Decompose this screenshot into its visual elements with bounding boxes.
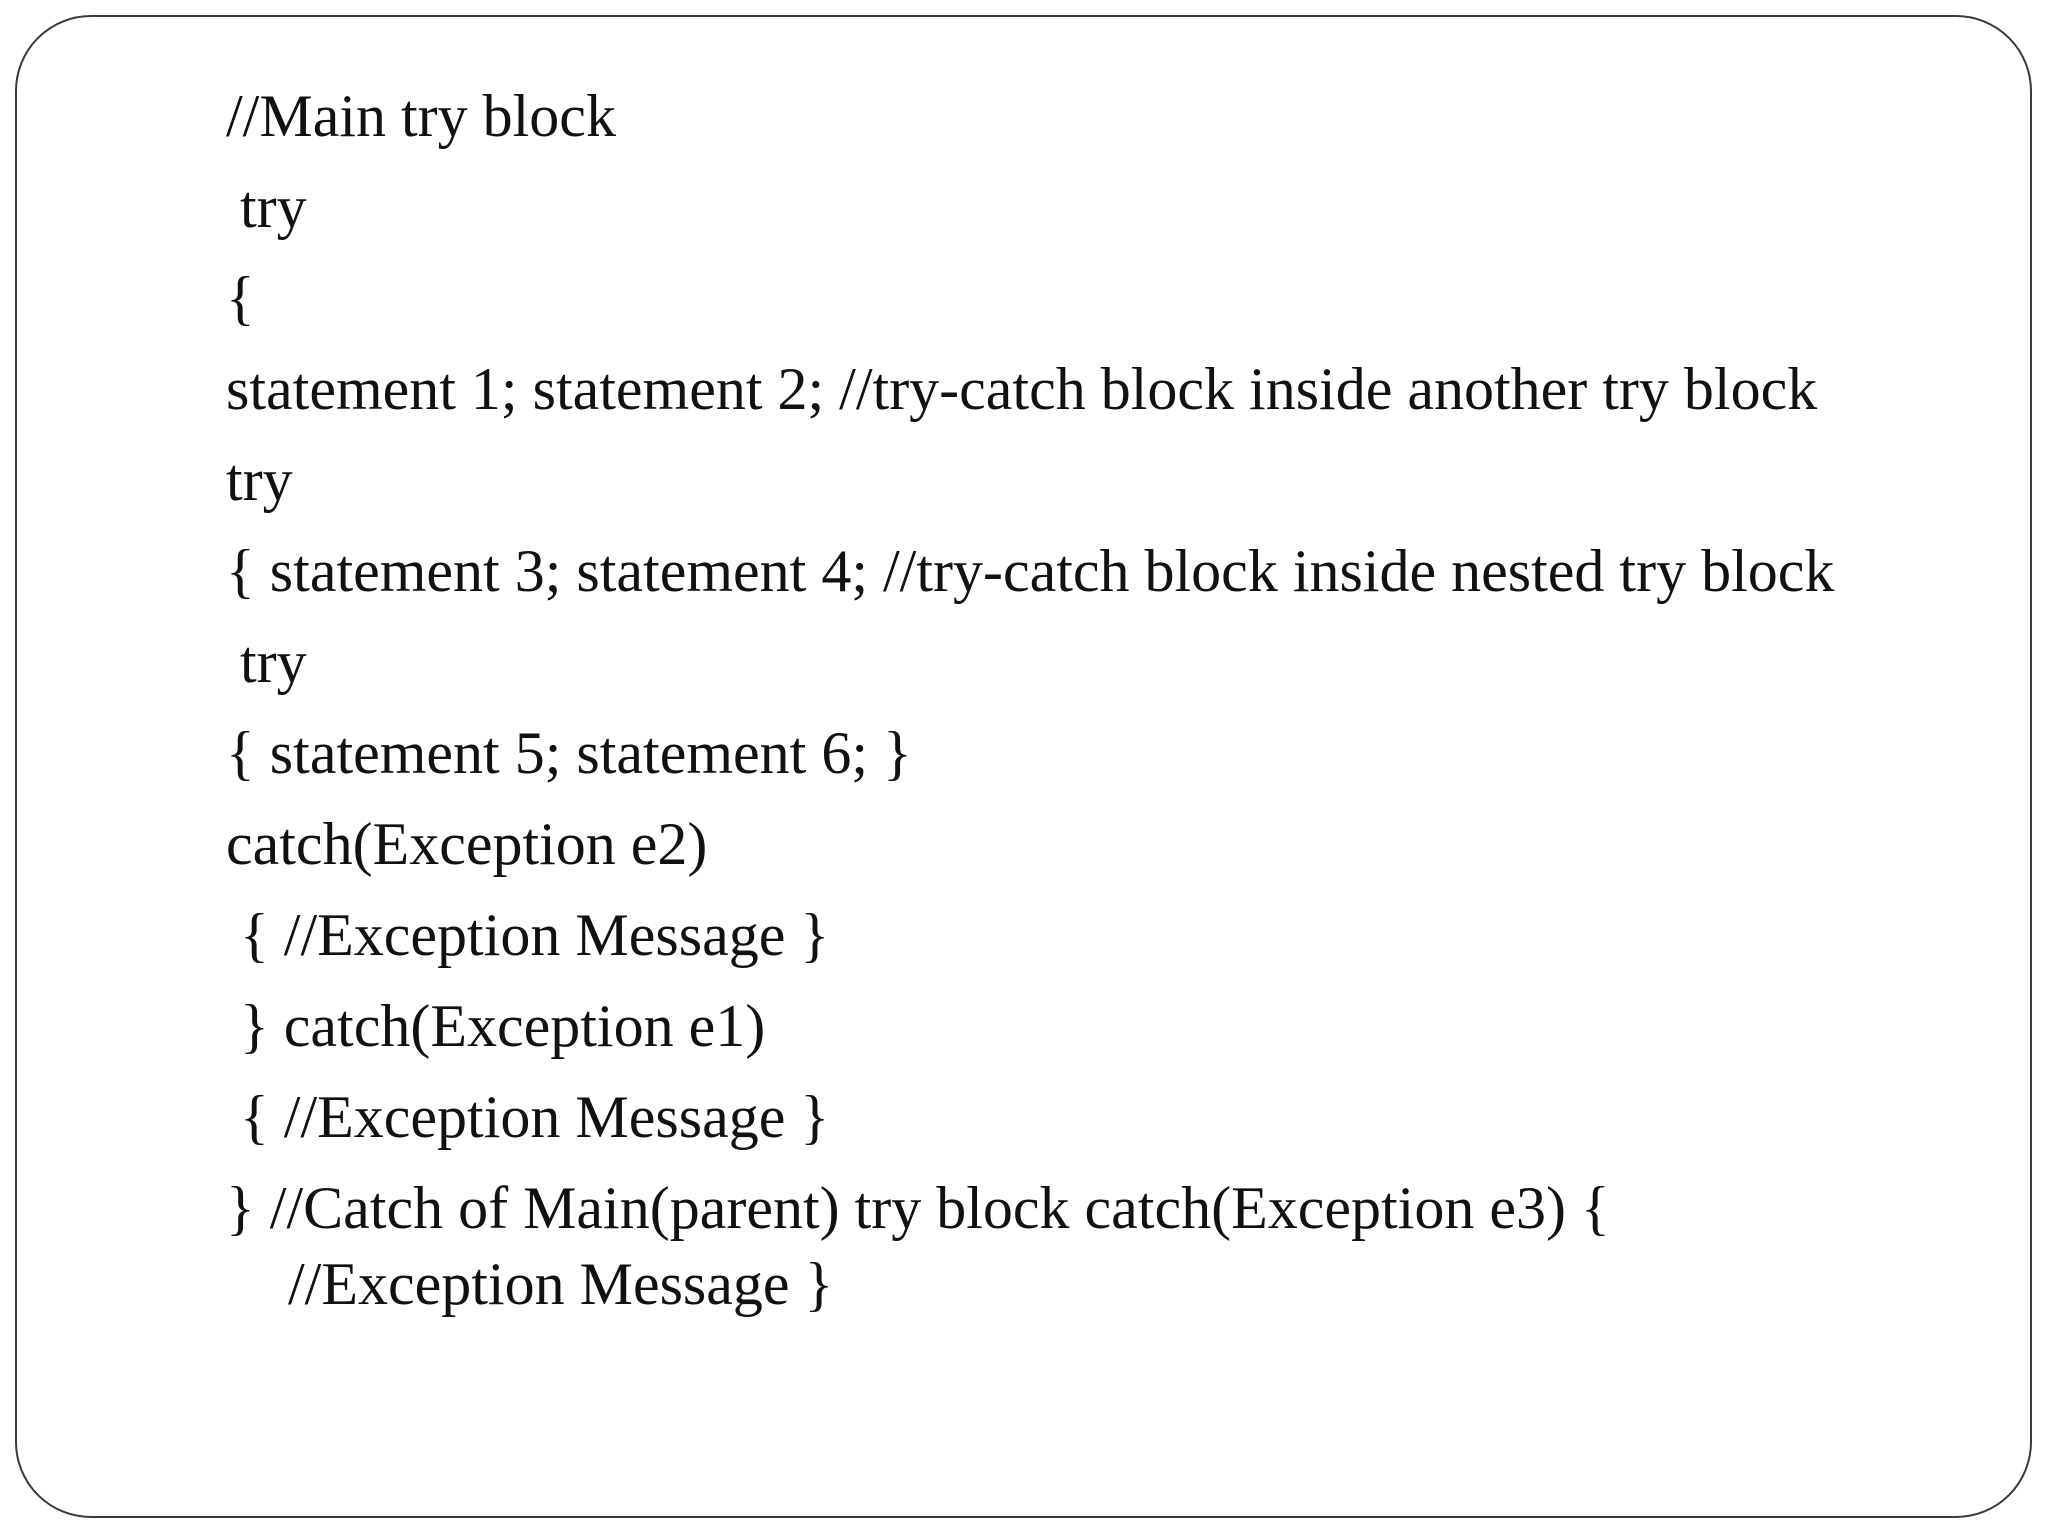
code-line-open-brace: { xyxy=(226,265,255,331)
code-line-statements-3-4: { statement 3; statement 4; //try-catch … xyxy=(226,538,1835,604)
code-line-message-e2: { //Exception Message } xyxy=(240,902,830,968)
code-line-catch-e1: } catch(Exception e1) xyxy=(240,993,766,1059)
code-line-statements-1-2: statement 1; statement 2; //try-catch bl… xyxy=(226,356,1818,422)
code-line-catch-e2: catch(Exception e2) xyxy=(226,811,708,877)
code-line-try-outer: try xyxy=(240,174,307,240)
code-line-message-e1: { //Exception Message } xyxy=(240,1084,830,1150)
code-line-message-e3: //Exception Message } xyxy=(288,1251,834,1317)
code-line-catch-e3: } //Catch of Main(parent) try block catc… xyxy=(226,1175,1610,1241)
code-line-statements-5-6: { statement 5; statement 6; } xyxy=(226,720,912,786)
code-line-try-nested: try xyxy=(240,629,307,695)
code-line-try-inner: try xyxy=(226,447,293,513)
code-line-main-comment: //Main try block xyxy=(226,83,616,149)
slide-frame xyxy=(15,15,2032,1518)
